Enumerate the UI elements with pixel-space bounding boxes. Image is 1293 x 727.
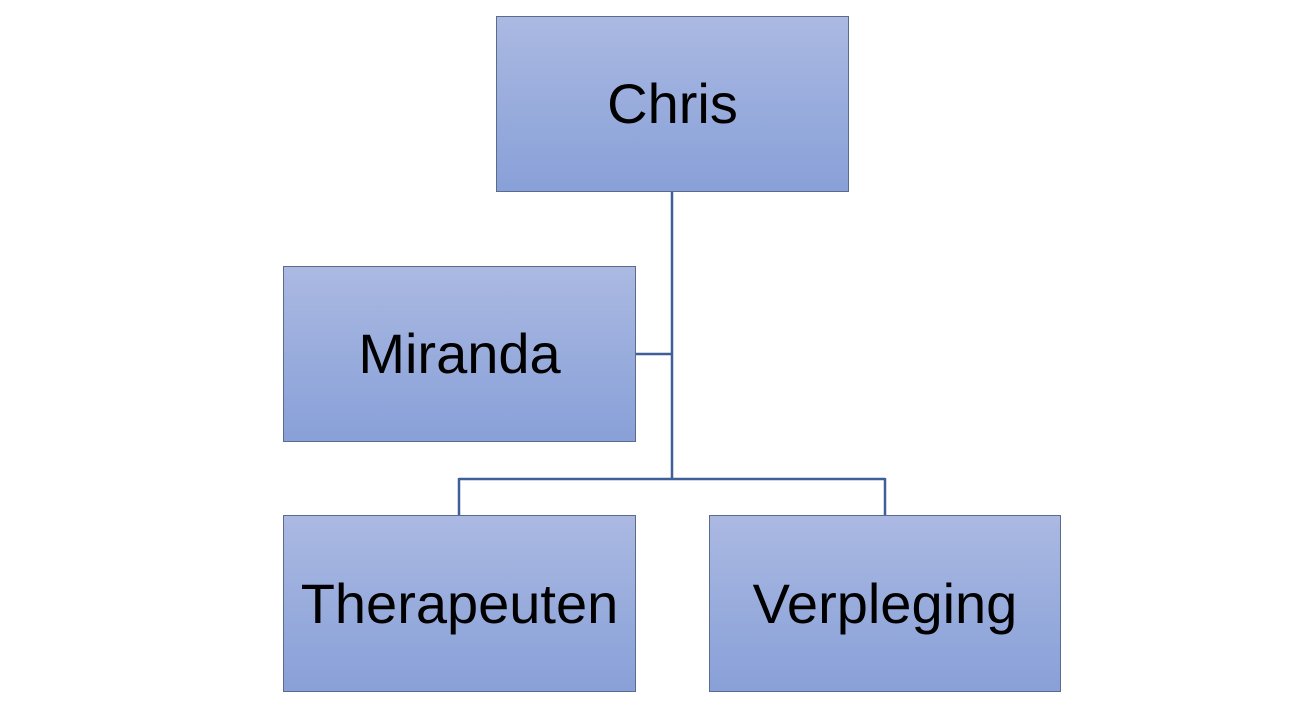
org-node-label: Verpleging xyxy=(752,571,1018,635)
org-node-miranda[interactable]: Miranda xyxy=(283,266,636,442)
org-node-label: Therapeuten xyxy=(300,571,619,635)
org-node-label: Miranda xyxy=(358,322,561,385)
org-node-label: Chris xyxy=(607,72,738,135)
org-node-chris[interactable]: Chris xyxy=(496,16,849,192)
org-node-therapeuten[interactable]: Therapeuten xyxy=(283,515,636,692)
org-node-verpleging[interactable]: Verpleging xyxy=(709,515,1061,692)
